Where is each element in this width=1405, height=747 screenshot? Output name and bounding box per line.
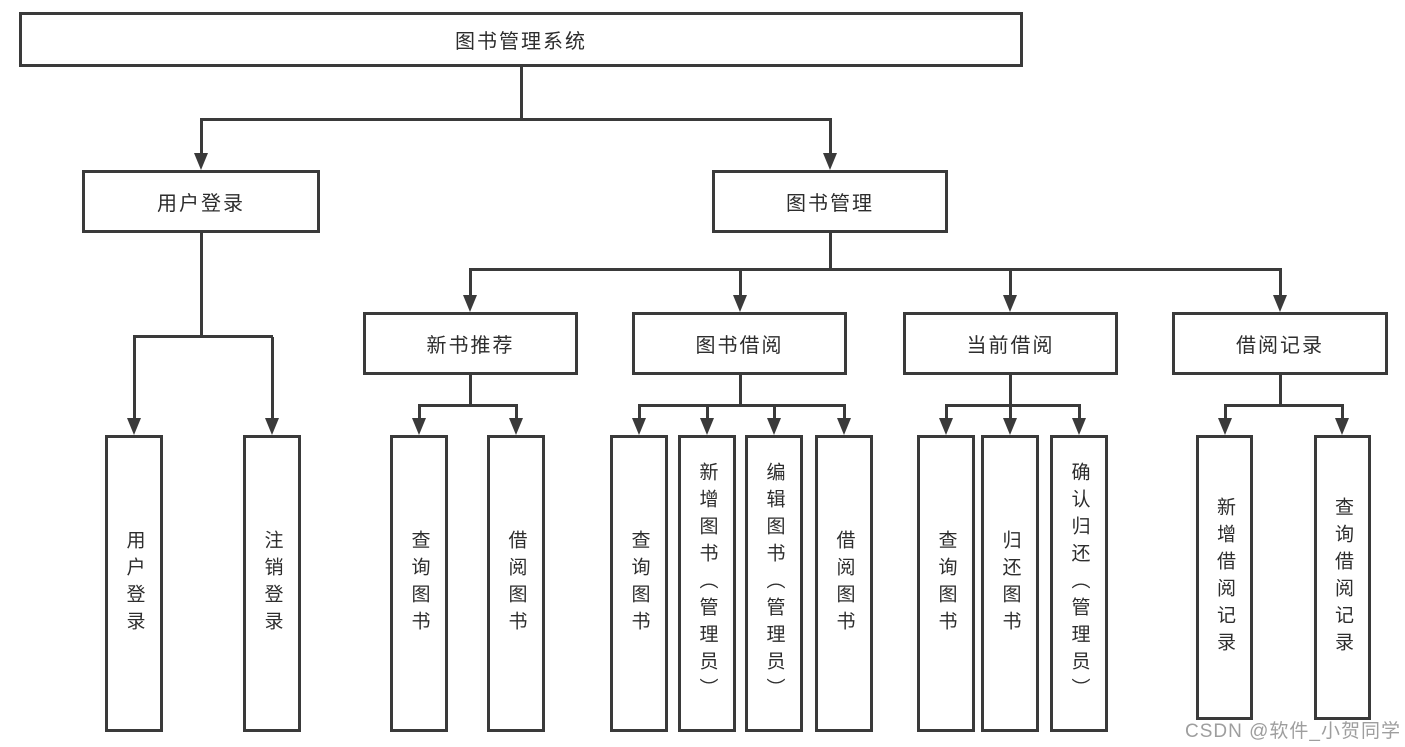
leaf-edit-book-admin: 编辑图书（管理员）	[745, 435, 803, 732]
connector-records-rail	[1224, 404, 1344, 407]
leaf-query-books-3: 查询图书	[917, 435, 975, 732]
connector-records-stem	[1279, 375, 1282, 406]
node-book-borrow: 图书借阅	[632, 312, 847, 375]
connector-userlogin-drop2	[271, 337, 274, 418]
leaf-add-book-admin: 新增图书（管理员）	[678, 435, 736, 732]
arrowhead-leaf-logout	[265, 418, 279, 435]
node-book-borrow-label: 图书借阅	[695, 335, 784, 357]
arrowhead-borrow-books-1	[509, 418, 523, 435]
connector-bookmgmt-stem	[829, 233, 832, 270]
node-root: 图书管理系统	[19, 12, 1023, 67]
connector-bookborrow-rail	[638, 404, 846, 407]
connector-bookborrow-drop1	[638, 407, 641, 418]
arrowhead-query-record	[1335, 418, 1349, 435]
connector-newbook-stem	[469, 375, 472, 406]
arrowhead-query-books-3	[939, 418, 953, 435]
connector-userlogin-rail	[133, 335, 273, 338]
connector-bookborrow-drop2	[706, 407, 709, 418]
leaf-return-book: 归还图书	[981, 435, 1039, 732]
connector-records-drop2	[1341, 407, 1344, 418]
connector-currentborrow-drop3	[1078, 407, 1081, 418]
watermark: CSDN @软件_小贺同学	[1185, 721, 1401, 742]
connector-bookmgmt-drop4	[1279, 271, 1282, 295]
arrowhead-borrow-records	[1273, 295, 1287, 312]
leaf-query-books-2-label: 查询图书	[628, 529, 650, 638]
arrowhead-edit-book	[767, 418, 781, 435]
connector-root-stem	[520, 67, 523, 120]
leaf-add-borrow-record-label: 新增借阅记录	[1214, 496, 1235, 659]
node-current-borrow-label: 当前借阅	[966, 335, 1055, 357]
arrowhead-current-borrow	[1003, 295, 1017, 312]
connector-currentborrow-rail	[945, 404, 1081, 407]
leaf-user-login-label: 用户登录	[123, 529, 145, 638]
connector-currentborrow-drop2	[1009, 407, 1012, 418]
arrowhead-book-borrow	[733, 295, 747, 312]
leaf-confirm-return-admin: 确认归还（管理员）	[1050, 435, 1108, 732]
node-user-login: 用户登录	[82, 170, 320, 233]
leaf-query-books-2: 查询图书	[610, 435, 668, 732]
leaf-return-book-label: 归还图书	[999, 529, 1021, 638]
leaf-query-borrow-record-label: 查询借阅记录	[1332, 496, 1353, 659]
connector-currentborrow-stem	[1009, 375, 1012, 406]
connector-records-drop1	[1224, 407, 1227, 418]
connector-bookmgmt-drop1	[469, 271, 472, 295]
connector-bookborrow-drop3	[773, 407, 776, 418]
connector-root-drop-left	[200, 120, 203, 153]
connector-currentborrow-drop1	[945, 407, 948, 418]
connector-bookborrow-stem	[739, 375, 742, 406]
node-borrow-records: 借阅记录	[1172, 312, 1388, 375]
leaf-query-books-3-label: 查询图书	[935, 529, 957, 638]
connector-bookborrow-drop4	[843, 407, 846, 418]
arrowhead-return-book	[1003, 418, 1017, 435]
arrowhead-query-books-1	[412, 418, 426, 435]
leaf-edit-book-admin-label: 编辑图书（管理员）	[763, 462, 785, 705]
node-book-management-label: 图书管理	[786, 193, 874, 215]
arrowhead-new-book	[463, 295, 477, 312]
arrowhead-user-login	[194, 153, 208, 170]
connector-newbook-rail	[418, 404, 518, 407]
node-new-book-recommend: 新书推荐	[363, 312, 578, 375]
connector-newbook-drop1	[418, 407, 421, 418]
arrowhead-book-management	[823, 153, 837, 170]
arrowhead-confirm-return	[1072, 418, 1086, 435]
node-book-management: 图书管理	[712, 170, 948, 233]
connector-bookmgmt-drop2	[739, 271, 742, 295]
connector-bookmgmt-rail	[469, 268, 1282, 271]
connector-root-rail	[200, 118, 832, 121]
leaf-borrow-books-2-label: 借阅图书	[833, 529, 855, 638]
arrowhead-query-books-2	[632, 418, 646, 435]
connector-userlogin-stem	[200, 233, 203, 337]
leaf-query-borrow-record: 查询借阅记录	[1314, 435, 1371, 720]
connector-userlogin-drop1	[133, 337, 136, 418]
connector-bookmgmt-drop3	[1009, 271, 1012, 295]
arrowhead-add-book	[700, 418, 714, 435]
connector-root-drop-right	[829, 120, 832, 153]
leaf-add-borrow-record: 新增借阅记录	[1196, 435, 1253, 720]
leaf-logout-label: 注销登录	[261, 529, 283, 638]
leaf-logout: 注销登录	[243, 435, 301, 732]
leaf-borrow-books-1: 借阅图书	[487, 435, 545, 732]
leaf-query-books-1-label: 查询图书	[408, 529, 430, 638]
node-new-book-recommend-label: 新书推荐	[426, 335, 515, 357]
leaf-confirm-return-admin-label: 确认归还（管理员）	[1068, 462, 1090, 705]
leaf-query-books-1: 查询图书	[390, 435, 448, 732]
leaf-user-login: 用户登录	[105, 435, 163, 732]
arrowhead-add-record	[1218, 418, 1232, 435]
leaf-add-book-admin-label: 新增图书（管理员）	[696, 462, 718, 705]
node-root-label: 图书管理系统	[455, 31, 587, 53]
connector-newbook-drop2	[515, 407, 518, 418]
arrowhead-borrow-books-2	[837, 418, 851, 435]
leaf-borrow-books-2: 借阅图书	[815, 435, 873, 732]
node-user-login-label: 用户登录	[157, 193, 245, 215]
node-borrow-records-label: 借阅记录	[1236, 335, 1324, 357]
node-current-borrow: 当前借阅	[903, 312, 1118, 375]
leaf-borrow-books-1-label: 借阅图书	[505, 529, 527, 638]
arrowhead-leaf-user-login	[127, 418, 141, 435]
